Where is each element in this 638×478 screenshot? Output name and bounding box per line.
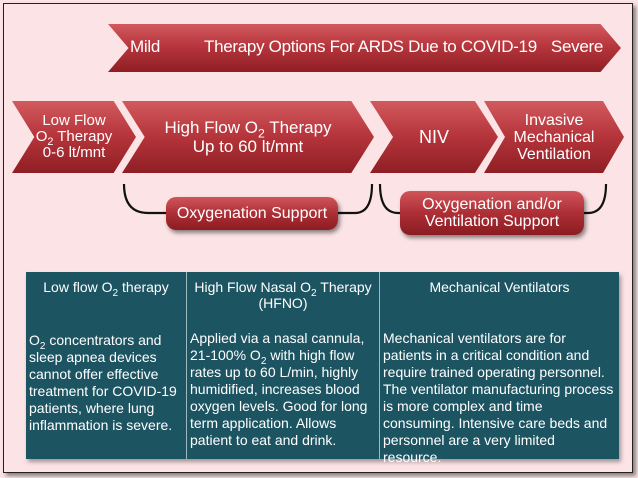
step-low-flow-line1: Low Flow (42, 112, 106, 129)
step-high-flow-line2: Up to 60 lt/mnt (192, 137, 304, 156)
bracket-oxygenation (122, 183, 374, 215)
step-invasive-line1: Invasive (524, 111, 584, 129)
severity-banner-arrow: Mild Therapy Options For ARDS Due to COV… (108, 24, 621, 72)
column-hfno: High Flow Nasal O2 Therapy (HFNO) Applie… (186, 272, 379, 459)
column-mechanical-ventilators: Mechanical Ventilators Mechanical ventil… (379, 272, 619, 465)
ventilation-support-text: Oxygenation and/or Ventilation Support (422, 196, 562, 230)
step-invasive-line3: Ventilation (517, 145, 591, 163)
banner-severe-label: Severe (550, 37, 603, 56)
comparison-table: Low flow O2 therapy O2 concentrators and… (26, 272, 619, 465)
column-hfno-heading: High Flow Nasal O2 Therapy (HFNO) (187, 279, 379, 311)
banner-title: Therapy Options For ARDS Due to COVID-19 (204, 37, 537, 56)
column-hfno-heading-line2: (HFNO) (258, 295, 308, 311)
ventilation-support-line1: Oxygenation and/or (422, 196, 562, 213)
oxygenation-support-pill: Oxygenation Support (166, 197, 338, 230)
column-low-flow: Low flow O2 therapy O2 concentrators and… (26, 272, 186, 459)
column-hfno-body: Applied via a nasal cannula, 21-100% O2 … (190, 330, 368, 448)
step-niv-label: NIV (418, 126, 449, 147)
step-high-flow-line1: High Flow O2 Therapy (164, 118, 332, 141)
step-low-flow-line2: O2 Therapy (35, 128, 113, 148)
banner-mild-label: Mild (130, 37, 160, 56)
column-mechanical-ventilators-heading: Mechanical Ventilators (429, 279, 570, 295)
step-invasive-arrow: Invasive Mechanical Ventilation (484, 101, 624, 173)
step-low-flow-line3: 0-6 lt/mnt (42, 144, 106, 161)
column-low-flow-body: O2 concentrators and sleep apnea devices… (29, 332, 177, 433)
oxygenation-support-label: Oxygenation Support (176, 204, 328, 222)
column-low-flow-heading: Low flow O2 therapy (43, 279, 169, 299)
bracket-ventilation (378, 183, 608, 215)
step-invasive-line2: Mechanical (513, 128, 595, 146)
step-high-flow-text: High Flow O2 Therapy Up to 60 lt/mnt (164, 118, 331, 156)
step-high-flow-arrow: High Flow O2 Therapy Up to 60 lt/mnt (122, 101, 374, 173)
ventilation-support-line2: Ventilation Support (424, 213, 560, 230)
step-invasive-text: Invasive Mechanical Ventilation (514, 112, 595, 163)
step-low-flow-text: Low Flow O2 Therapy 0-6 lt/mnt (36, 113, 113, 161)
ventilation-support-pill: Oxygenation and/or Ventilation Support (400, 191, 584, 235)
column-mechanical-ventilators-body: Mechanical ventilators are for patients … (383, 330, 614, 465)
slide-frame (3, 3, 633, 473)
